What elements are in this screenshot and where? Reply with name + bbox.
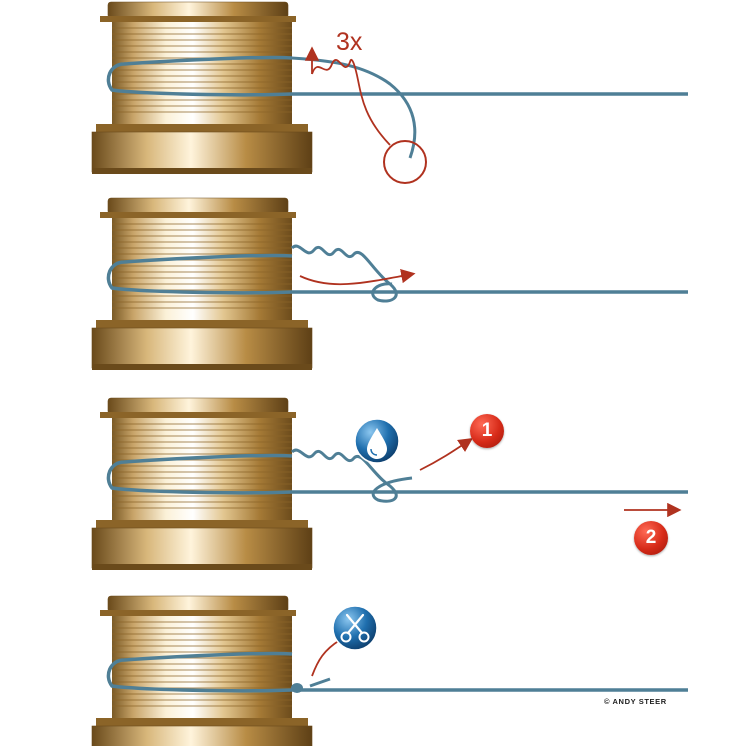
wraps-3: [290, 448, 413, 503]
trimmed-tag: [309, 677, 331, 688]
pull-arrow-1: [419, 438, 473, 471]
spool-1: [91, 1, 313, 175]
detail-circle: [383, 140, 427, 184]
wrap-arrow-1: [311, 59, 391, 146]
step-4-trim-tag: [91, 595, 688, 746]
trim-pointer: [311, 639, 341, 677]
step-1-tie-wraps: [91, 1, 688, 184]
spool-2: [91, 197, 313, 371]
line-2: [106, 253, 688, 295]
water-drop-icon: [354, 418, 400, 464]
step-3-wet-and-tighten: [91, 397, 688, 571]
line-4: [106, 651, 688, 693]
step-2-thread-loop: [91, 197, 688, 371]
line-3: [106, 453, 688, 495]
wrap-count-label: 3x: [336, 28, 363, 56]
spool-3: [91, 397, 313, 571]
copyright-credit: © ANDY STEER: [604, 697, 667, 706]
spool-4: [91, 595, 313, 746]
finished-knot: [291, 683, 303, 693]
wraps-2: [290, 244, 398, 303]
line-1: [106, 55, 688, 97]
step-order-badge-2: 2: [634, 521, 668, 555]
step-order-badge-1: 1: [470, 414, 504, 448]
thread-arrow-2: [299, 268, 416, 286]
scissors-icon: [332, 605, 378, 651]
